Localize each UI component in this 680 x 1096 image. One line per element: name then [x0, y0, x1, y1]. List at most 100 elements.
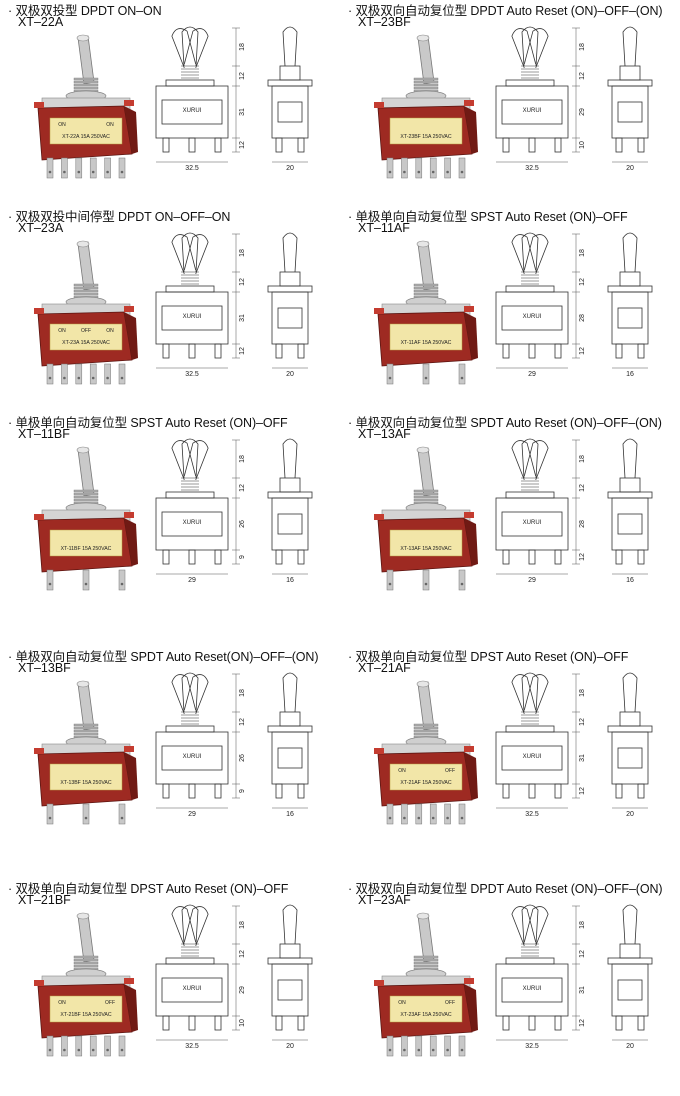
terminal-hole — [431, 1048, 435, 1052]
bullet: · — [8, 210, 13, 224]
thread — [413, 723, 439, 727]
tag-left — [374, 748, 384, 754]
terminal-outline — [502, 549, 510, 565]
tag-right — [464, 978, 474, 984]
terminal-hole — [106, 376, 109, 380]
switch-body-side — [464, 752, 478, 800]
terminal-pin — [89, 363, 97, 385]
product-title-text: 单极双向自动复位型 SPDT Auto Reset (ON)–OFF–(ON) — [355, 416, 662, 430]
dim-h3: 26 — [239, 754, 246, 762]
terminal-pin — [75, 157, 83, 179]
lever-outline — [181, 26, 199, 67]
side-terminal — [615, 549, 623, 565]
terminal-pin — [46, 569, 54, 591]
lever-outline — [511, 906, 537, 946]
lever-outline — [183, 674, 209, 714]
thread — [73, 495, 99, 499]
dim-w2: 20 — [626, 165, 634, 172]
side-bushing — [279, 271, 301, 287]
terminal-pin — [118, 569, 126, 591]
body-label-plate — [389, 117, 463, 145]
lever-outline — [171, 906, 197, 946]
dim-h1: 18 — [239, 249, 246, 257]
tag-right — [124, 100, 134, 106]
tag-right — [124, 746, 134, 752]
side-plate — [607, 79, 653, 87]
label-left: ON — [398, 768, 406, 774]
terminal-outline — [554, 137, 562, 153]
dim-h3: 31 — [239, 108, 246, 116]
body-label-plate — [49, 323, 123, 351]
lever — [77, 681, 95, 731]
side-body — [271, 291, 309, 345]
terminal-hole — [403, 170, 406, 174]
body-label-plate — [389, 995, 463, 1023]
terminal-outline — [528, 783, 536, 799]
terminal-pin — [415, 1035, 423, 1057]
dim-h1: 18 — [579, 43, 586, 51]
dim-h1: 18 — [579, 455, 586, 463]
terminal-hole — [91, 1048, 95, 1052]
dim-h2: 12 — [239, 484, 246, 492]
side-bushing — [619, 477, 641, 493]
side-body — [611, 85, 649, 139]
thread — [73, 958, 99, 962]
bullet: · — [8, 4, 13, 18]
product-block: · 单极双向自动复位型 SPDT Auto Reset (ON)–OFF–(ON… — [340, 412, 680, 630]
side-terminal — [275, 343, 283, 359]
terminal-outline — [162, 1015, 170, 1031]
dim-h3: 26 — [239, 520, 246, 528]
terminal-hole — [91, 170, 95, 174]
lever-outline — [511, 440, 537, 480]
product-title-text: 双极双投型 DPDT ON–ON — [15, 4, 162, 18]
side-plate — [267, 79, 313, 87]
side-terminal — [275, 549, 283, 565]
terminal-hole — [460, 816, 464, 820]
terminal-hole — [388, 1048, 392, 1052]
terminal-pin — [104, 363, 111, 385]
dim-h4: 12 — [579, 553, 586, 561]
brand-mark: XURUI — [523, 754, 542, 760]
brand-mark: XURUI — [523, 986, 542, 992]
terminal-pin — [458, 363, 466, 385]
label-left: ON — [58, 122, 66, 128]
product-title-text: 双极单向自动复位型 DPST Auto Reset (ON)–OFF — [15, 882, 289, 896]
product-model: XT–21AF — [358, 661, 411, 675]
terminal-outline — [162, 343, 170, 359]
body-label: XT-11AF 15A 250VAC — [401, 340, 452, 346]
terminal-hole — [388, 582, 392, 586]
lever-outline — [181, 672, 199, 713]
lever-outline — [521, 672, 539, 713]
thread — [413, 955, 439, 959]
lever-outline — [181, 438, 199, 479]
dim-w1: 29 — [528, 577, 536, 584]
terminal-pin — [386, 1035, 394, 1057]
terminal-pin — [415, 157, 423, 179]
dim-h1: 18 — [239, 921, 246, 929]
brand-mark: XURUI — [523, 314, 542, 320]
body-label-plate — [49, 117, 123, 145]
side-body-inner — [617, 747, 643, 769]
thread — [413, 80, 439, 84]
side-lever — [282, 26, 298, 67]
lever — [77, 35, 95, 85]
body-inner — [161, 745, 223, 771]
thread — [73, 292, 99, 296]
dim-h4: 9 — [239, 555, 246, 559]
terminal-hole — [77, 1048, 81, 1052]
side-terminal — [297, 137, 305, 153]
terminal-pin — [89, 1035, 97, 1057]
bullet: · — [348, 210, 353, 224]
side-terminal — [297, 549, 305, 565]
terminal-pin — [46, 157, 54, 179]
terminal-pin — [82, 803, 90, 825]
body-label-plate — [49, 529, 123, 557]
switch-photo: XT-23BF 15A 250VAC — [374, 34, 478, 179]
terminal-pin — [75, 1035, 83, 1057]
